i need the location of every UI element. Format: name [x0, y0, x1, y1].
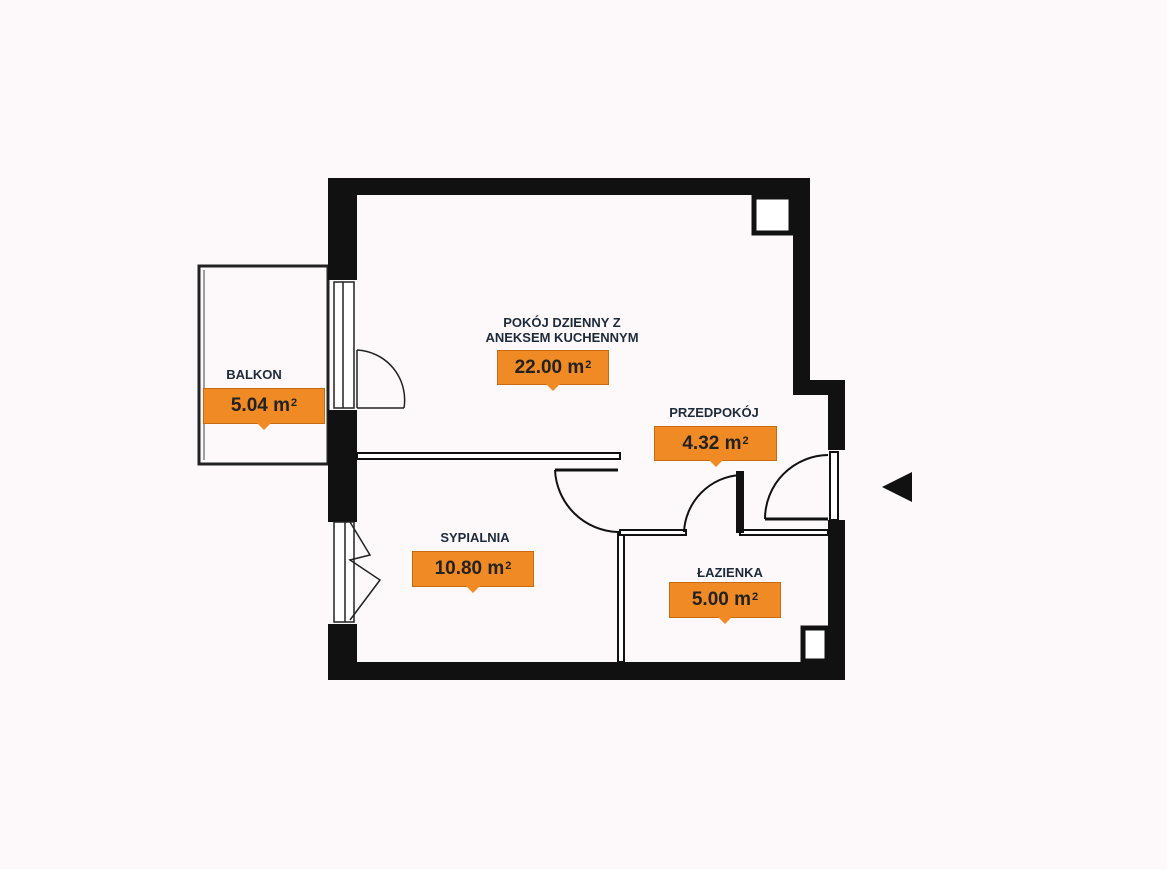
- doors: [554, 451, 839, 533]
- shaft-living: [751, 194, 794, 236]
- area-unit-exp: 2: [742, 434, 749, 447]
- outer-walls: [328, 178, 845, 680]
- area-unit: m: [724, 432, 742, 454]
- hall-label: PRZEDPOKÓJ: [669, 405, 759, 420]
- area-value: 10.80: [434, 558, 483, 579]
- area-value: 4.32: [682, 432, 720, 454]
- area-unit-exp: 2: [291, 397, 298, 409]
- area-value: 5.04: [230, 395, 268, 416]
- entrance-arrow-icon: [882, 472, 912, 502]
- bedroom-label: SYPIALNIA: [440, 530, 510, 545]
- bathroom-label: ŁAZIENKA: [697, 565, 763, 580]
- living-room-name-2: ANEKSEM KUCHENNYM: [485, 330, 639, 345]
- balcony-door: [333, 281, 406, 409]
- area-unit-exp: 2: [505, 560, 512, 572]
- area-unit-exp: 2: [752, 591, 759, 603]
- area-value: 22.00: [514, 356, 563, 378]
- shaft-bathroom: [800, 625, 830, 664]
- area-value: 5.00: [691, 589, 729, 610]
- area-unit: m: [487, 558, 505, 579]
- living-room-name-1: POKÓJ DZIENNY Z: [503, 315, 621, 330]
- balcony-label: BALKON: [226, 367, 282, 382]
- balcony-outline: [197, 264, 330, 466]
- area-unit: m: [273, 395, 291, 416]
- area-unit: m: [567, 356, 585, 378]
- bedroom-window: [333, 521, 382, 623]
- area-unit: m: [734, 589, 752, 610]
- area-unit-exp: 2: [585, 358, 592, 371]
- living-room-label: POKÓJ DZIENNY Z ANEKSEM KUCHENNYM: [485, 315, 638, 345]
